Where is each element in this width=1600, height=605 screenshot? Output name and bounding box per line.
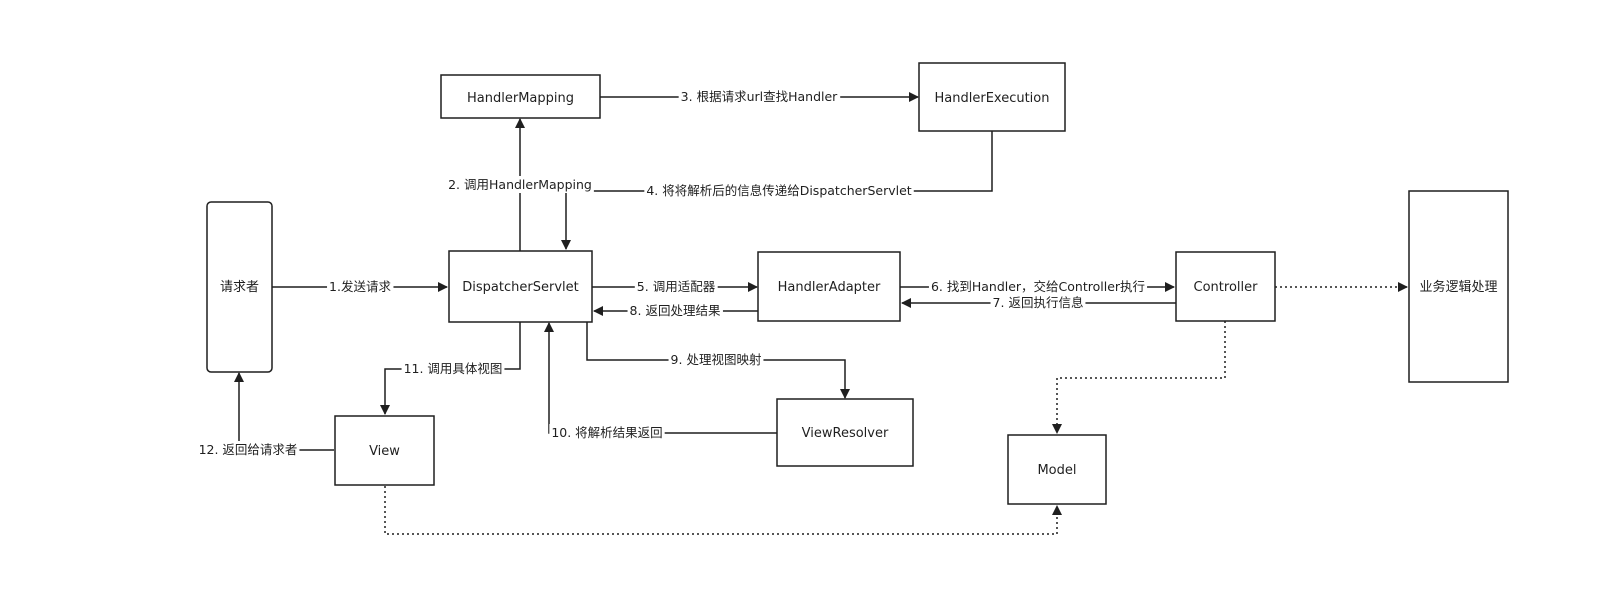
edge-label-view-mapping: 9. 处理视图映射: [671, 352, 762, 367]
edge-controller-model: [1052, 321, 1226, 434]
handler-adapter-label: HandlerAdapter: [778, 280, 881, 295]
handler-mapping-node: HandlerMapping: [440, 74, 601, 119]
edge-resolve-return: [544, 322, 777, 434]
label-e1: 1.发送请求: [327, 278, 394, 295]
handler-execution-label: HandlerExecution: [935, 91, 1050, 106]
label-e7: 7. 返回执行信息: [990, 294, 1086, 311]
view-node: View: [334, 415, 435, 486]
requester-label: 请求者: [220, 280, 259, 295]
edge-label-call-handler-mapping: 2. 调用HandlerMapping: [448, 177, 592, 192]
dispatcher-servlet-label: DispatcherServlet: [462, 280, 578, 295]
label-e3: 3. 根据请求url查找Handler: [678, 88, 841, 105]
view-label: View: [369, 444, 400, 459]
view-resolver-node: ViewResolver: [776, 398, 914, 467]
edge-label-return-parsed-info: 4. 将将解析后的信息传递给DispatcherServlet: [646, 183, 911, 198]
edge-return-requester: [234, 372, 334, 451]
dispatcher-servlet-node: DispatcherServlet: [448, 250, 593, 323]
model-label: Model: [1037, 463, 1076, 478]
edge-label-resolve-return: 10. 将解析结果返回: [551, 425, 662, 440]
edge-view-model: [384, 486, 1062, 535]
label-e4: 4. 将将解析后的信息传递给DispatcherServlet: [644, 182, 914, 199]
edge-label-return-exec-info: 7. 返回执行信息: [993, 295, 1084, 310]
label-e11: 11. 调用具体视图: [401, 360, 505, 377]
label-e2: 2. 调用HandlerMapping: [446, 176, 594, 193]
edge-label-call-adapter: 5. 调用适配器: [637, 279, 716, 294]
edge-labels: 1.发送请求 2. 调用HandlerMapping 3. 根据请求url查找H…: [196, 88, 1148, 458]
label-e12: 12. 返回给请求者: [196, 441, 300, 458]
edge-label-send-request: 1.发送请求: [329, 279, 391, 294]
business-logic-node: 业务逻辑处理: [1408, 190, 1509, 383]
nodes: 请求者 DispatcherServlet HandlerMapping Han…: [206, 62, 1509, 505]
view-resolver-label: ViewResolver: [802, 426, 889, 441]
label-e6: 6. 找到Handler，交给Controller执行: [928, 278, 1148, 295]
edge-label-execute-controller: 6. 找到Handler，交给Controller执行: [931, 279, 1145, 294]
label-e10: 10. 将解析结果返回: [549, 424, 665, 441]
edge-label-return-result: 8. 返回处理结果: [630, 303, 721, 318]
edge-label-find-handler: 3. 根据请求url查找Handler: [681, 89, 839, 104]
label-e8: 8. 返回处理结果: [627, 302, 723, 319]
controller-label: Controller: [1194, 280, 1259, 295]
label-e5: 5. 调用适配器: [634, 278, 718, 295]
edge-label-return-requester: 12. 返回给请求者: [199, 442, 298, 457]
handler-adapter-node: HandlerAdapter: [757, 251, 901, 322]
handler-execution-node: HandlerExecution: [918, 62, 1066, 132]
requester-node: 请求者: [206, 201, 273, 373]
handler-mapping-label: HandlerMapping: [467, 91, 574, 106]
controller-node: Controller: [1175, 251, 1276, 322]
model-node: Model: [1007, 434, 1107, 505]
business-logic-label: 业务逻辑处理: [1419, 279, 1497, 295]
edge-label-call-view: 11. 调用具体视图: [404, 361, 503, 376]
label-e9: 9. 处理视图映射: [668, 351, 764, 368]
